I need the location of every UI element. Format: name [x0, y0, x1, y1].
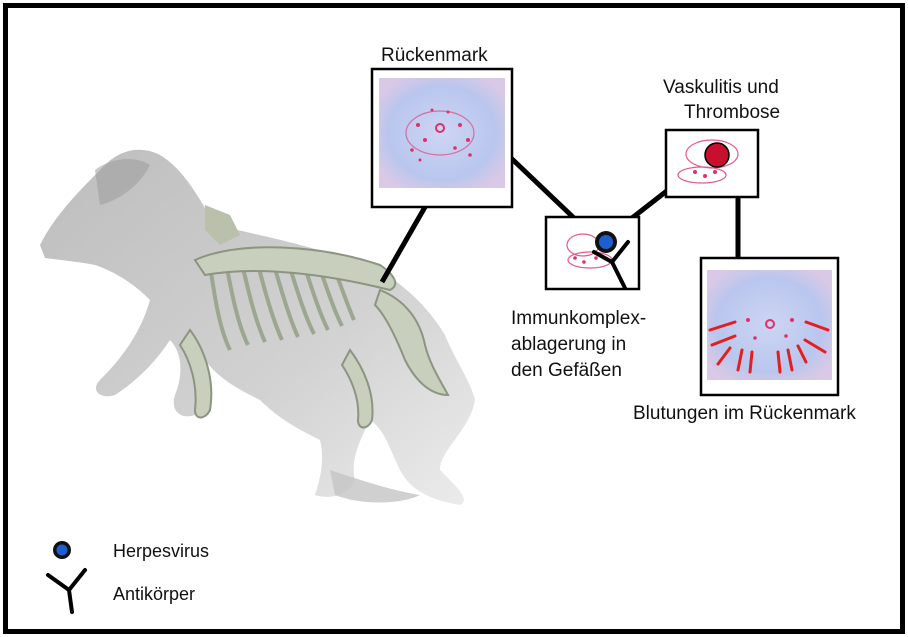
- hemorrhage-panel: [701, 258, 838, 395]
- legend-antibody-icon: [48, 570, 85, 612]
- label-vasculitis-line2: Thrombose: [684, 101, 780, 125]
- spinal-cord-panel: [372, 69, 512, 207]
- label-immune-line1: Immunkomplex-: [511, 307, 646, 331]
- legend-antibody-label: Antikörper: [113, 582, 195, 606]
- immune-complex-panel: [546, 217, 639, 289]
- label-immune-line3: den Gefäßen: [511, 359, 622, 383]
- vasculitis-panel: [666, 130, 758, 197]
- legend-herpesvirus-icon: [53, 541, 71, 559]
- thrombus-icon: [705, 143, 729, 167]
- label-hemorrhage: Blutungen im Rückenmark: [633, 402, 856, 426]
- label-vasculitis-line1: Vaskulitis und: [663, 76, 779, 100]
- herpesvirus-icon: [595, 231, 617, 253]
- label-immune-line2: ablagerung in: [511, 333, 626, 357]
- legend-herpesvirus-label: Herpesvirus: [113, 539, 209, 563]
- label-spinal-cord: Rückenmark: [381, 44, 488, 68]
